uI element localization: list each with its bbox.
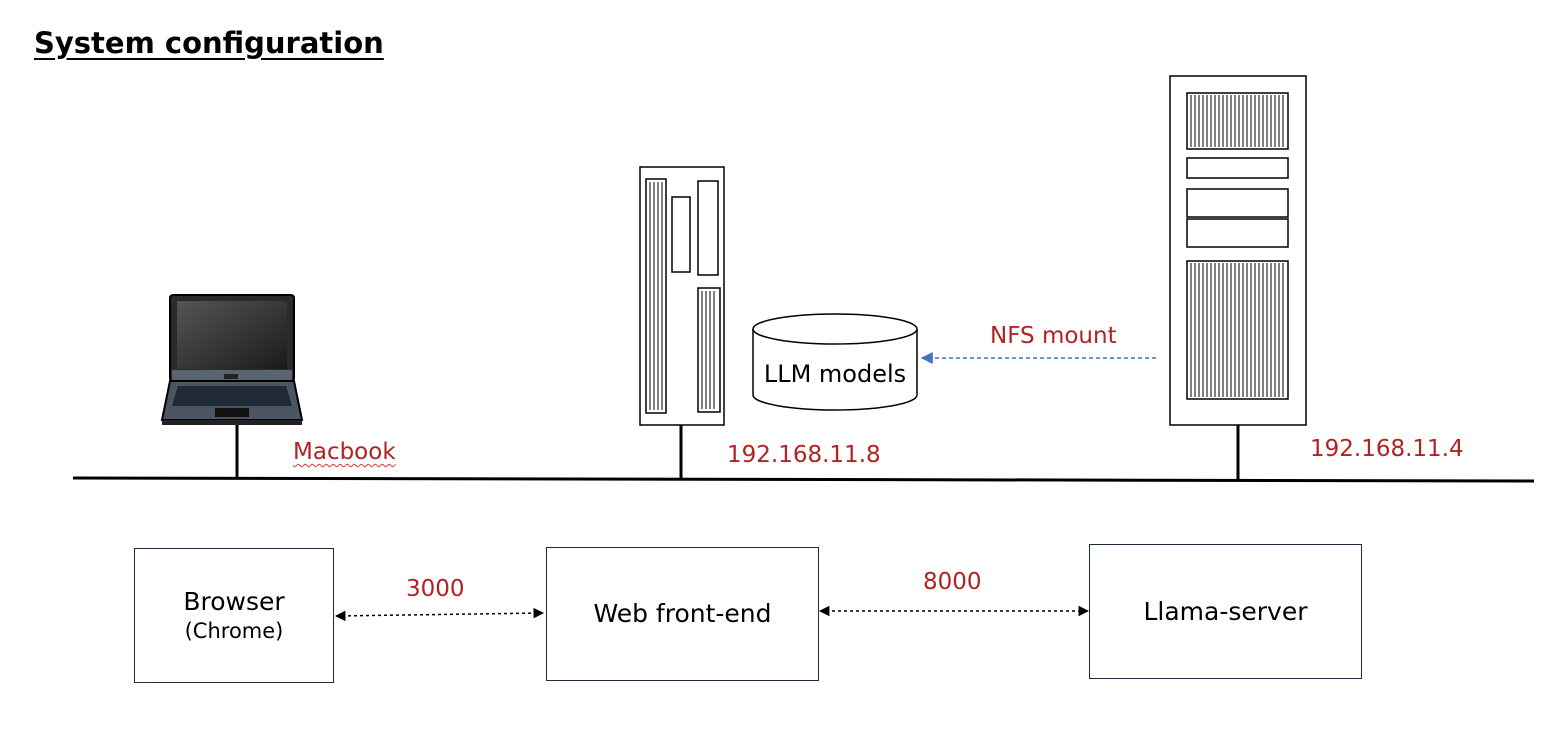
web-frontend-box: Web front-end: [546, 547, 819, 681]
llama-server-label: Llama-server: [1143, 596, 1308, 626]
browser-frontend-connector: [334, 607, 545, 622]
llm-models-label: LLM models: [763, 360, 907, 388]
frontend-host-ip-label: 192.168.11.8: [727, 442, 881, 468]
port-3000-label: 3000: [406, 576, 465, 602]
browser-label: Browser: [183, 586, 285, 616]
nfs-mount-label: NFS mount: [990, 323, 1117, 349]
page-title: System configuration: [34, 26, 384, 60]
port-8000-label: 8000: [923, 569, 982, 595]
tower-server-icon: [639, 166, 725, 426]
network-bus-line: [72, 476, 1535, 483]
browser-box: Browser (Chrome): [134, 548, 334, 683]
llama-server-box: Llama-server: [1089, 544, 1362, 679]
web-frontend-label: Web front-end: [593, 599, 772, 628]
rack-server-icon: [1169, 75, 1307, 426]
macbook-label: Macbook: [293, 439, 396, 465]
browser-sublabel: (Chrome): [184, 618, 284, 643]
llama-host-ip-label: 192.168.11.4: [1310, 436, 1464, 462]
laptop-icon: [160, 294, 304, 425]
database-cylinder-icon: [752, 313, 918, 411]
